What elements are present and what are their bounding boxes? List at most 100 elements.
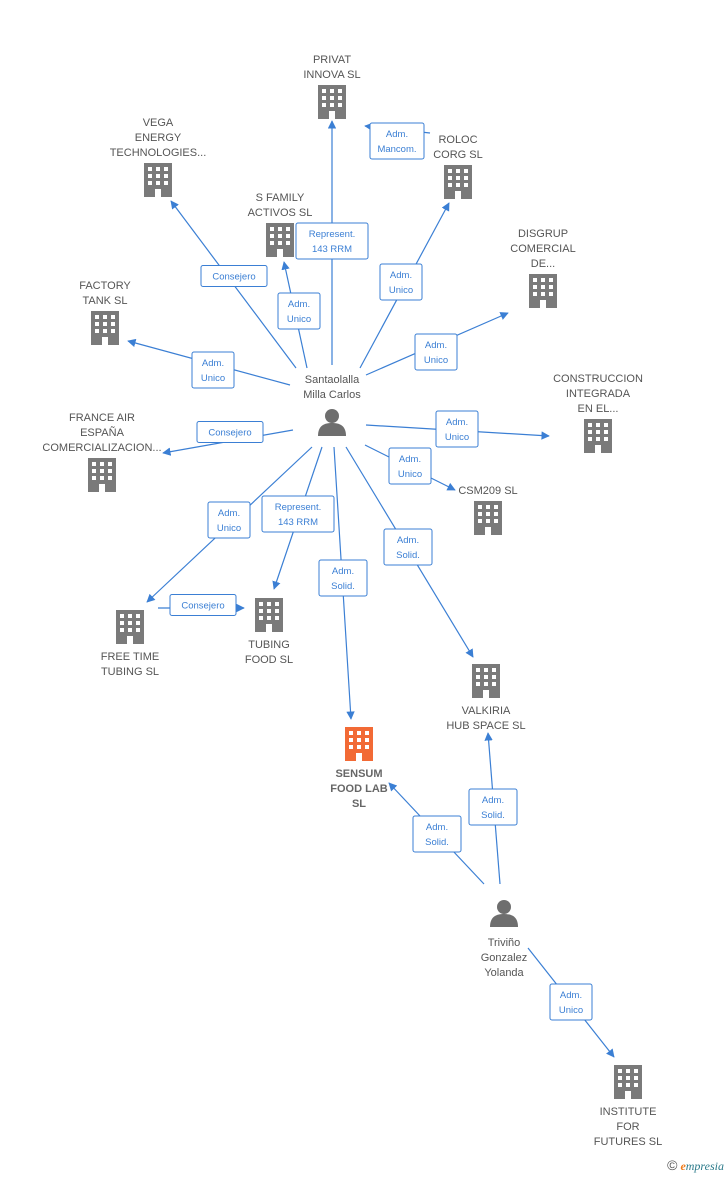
node-label[interactable]: VEGA	[143, 117, 174, 129]
edge-label-box	[261, 495, 335, 533]
node-institute[interactable]: INSTITUTE FOR FUTURES SL	[594, 1065, 662, 1148]
node-label[interactable]: HUB SPACE SL	[446, 720, 525, 732]
node-roloc[interactable]: ROLOC CORG SL	[433, 134, 483, 199]
node-label[interactable]: FOOD LAB	[330, 783, 387, 795]
node-label[interactable]: VALKIRIA	[462, 705, 511, 717]
node-label[interactable]: CORG SL	[433, 149, 483, 161]
edge-label-santaolalla-to-france: Consejero	[196, 421, 264, 443]
edge-label-text: Mancom.	[377, 144, 416, 155]
node-label[interactable]: EN EL...	[578, 403, 619, 415]
node-tubing[interactable]: TUBING FOOD SL	[245, 598, 293, 666]
edge-label-box	[549, 983, 593, 1021]
node-label[interactable]: Santaolalla	[305, 374, 360, 386]
edge-label-box	[318, 559, 368, 597]
node-vega[interactable]: VEGA ENERGY TECHNOLOGIES...	[110, 117, 207, 197]
node-label[interactable]: TUBING SL	[101, 666, 159, 678]
building-icon[interactable]	[318, 85, 346, 119]
edge-label-text: Solid.	[481, 810, 505, 821]
edge-label-santaolalla-to-construccion: Adm.Unico	[435, 410, 479, 448]
node-privat[interactable]: PRIVAT INNOVA SL	[303, 54, 361, 119]
node-label[interactable]: FUTURES SL	[594, 1136, 662, 1148]
building-icon[interactable]	[345, 727, 373, 761]
node-label[interactable]: FOOD SL	[245, 654, 293, 666]
edge-label-santaolalla-to-valkiria: Adm.Solid.	[383, 528, 433, 566]
building-icon[interactable]	[529, 274, 557, 308]
node-label[interactable]: Yolanda	[484, 967, 524, 979]
building-icon[interactable]	[614, 1065, 642, 1099]
person-icon[interactable]	[318, 409, 346, 436]
edge-label-text: Consejero	[208, 428, 251, 439]
building-icon[interactable]	[116, 610, 144, 644]
node-valkiria[interactable]: VALKIRIA HUB SPACE SL	[446, 664, 526, 732]
node-label[interactable]: SL	[352, 798, 366, 810]
building-icon[interactable]	[88, 458, 116, 492]
node-label[interactable]: INTEGRADA	[566, 388, 631, 400]
node-label[interactable]: TUBING	[248, 639, 290, 651]
person-icon[interactable]	[490, 900, 518, 927]
edge-label-text: Unico	[201, 373, 225, 384]
node-sensum[interactable]: SENSUM FOOD LAB SL	[330, 727, 388, 810]
node-label[interactable]: FOR	[616, 1121, 639, 1133]
node-label[interactable]: FRANCE AIR	[69, 412, 135, 424]
node-label[interactable]: FACTORY	[79, 280, 131, 292]
edge-label-text: Represent.	[309, 229, 355, 240]
node-label[interactable]: Gonzalez	[481, 952, 527, 964]
node-label[interactable]: TECHNOLOGIES...	[110, 147, 207, 159]
edge-label-text: Unico	[424, 355, 448, 366]
node-label[interactable]: ENERGY	[135, 132, 182, 144]
building-icon[interactable]	[255, 598, 283, 632]
node-label[interactable]: DISGRUP	[518, 228, 568, 240]
edge-label-text: Consejero	[212, 272, 255, 283]
edge-label-box	[277, 292, 321, 330]
node-label[interactable]: COMERCIAL	[510, 243, 575, 255]
edge-label-box	[295, 222, 369, 260]
edge-label-box	[196, 421, 264, 443]
edge-label-box	[169, 594, 237, 616]
edge-label-text: Adm.	[446, 417, 468, 428]
node-sfamily[interactable]: S FAMILY ACTIVOS SL	[248, 192, 313, 257]
edge-label-text: Adm.	[425, 340, 447, 351]
node-csm209[interactable]: CSM209 SL	[458, 485, 518, 535]
edge-label-text: 143 RRM	[312, 244, 352, 255]
edge-label-santaolalla-to-factory: Adm.Unico	[191, 351, 235, 389]
building-icon[interactable]	[472, 664, 500, 698]
node-label[interactable]: INNOVA SL	[303, 69, 360, 81]
edge-label-text: Adm.	[288, 299, 310, 310]
building-icon[interactable]	[444, 165, 472, 199]
building-icon[interactable]	[474, 501, 502, 535]
node-label[interactable]: FREE TIME	[101, 651, 159, 663]
node-label[interactable]: CONSTRUCCION	[553, 373, 643, 385]
node-label[interactable]: ROLOC	[438, 134, 477, 146]
node-label[interactable]: CSM209 SL	[458, 485, 517, 497]
building-icon[interactable]	[266, 223, 294, 257]
node-freetime[interactable]: FREE TIME TUBING SL	[101, 610, 159, 678]
node-label[interactable]: SENSUM	[335, 768, 382, 780]
footer-brand: ©empresia	[667, 1157, 724, 1174]
node-disgrup[interactable]: DISGRUP COMERCIAL DE...	[510, 228, 576, 308]
node-france[interactable]: FRANCE AIR ESPAÑA COMERCIALIZACION...	[42, 412, 162, 492]
edge-label-text: Adm.	[332, 566, 354, 577]
node-label[interactable]: S FAMILY	[256, 192, 305, 204]
edge-label-text: Consejero	[181, 601, 224, 612]
edge-label-text: Adm.	[560, 990, 582, 1001]
edge-label-text: Adm.	[218, 508, 240, 519]
node-label[interactable]: ACTIVOS SL	[248, 207, 313, 219]
node-label[interactable]: TANK SL	[82, 295, 127, 307]
node-label[interactable]: PRIVAT	[313, 54, 351, 66]
nodes-layer: PRIVAT INNOVA SL VEGA ENERGY TECHNOLOGIES...…	[42, 54, 662, 1148]
node-label[interactable]: INSTITUTE	[600, 1106, 657, 1118]
building-icon[interactable]	[91, 311, 119, 345]
node-factory[interactable]: FACTORY TANK SL	[79, 280, 131, 345]
node-label[interactable]: COMERCIALIZACION...	[42, 442, 161, 454]
node-label[interactable]: ESPAÑA	[80, 426, 124, 439]
building-icon[interactable]	[584, 419, 612, 453]
node-label[interactable]: DE...	[531, 258, 555, 270]
edge-label-trivino-to-valkiria: Adm.Solid.	[468, 788, 518, 826]
node-construccion[interactable]: CONSTRUCCION INTEGRADA EN EL...	[553, 373, 643, 453]
edge-label-box	[414, 333, 458, 371]
node-label[interactable]: Milla Carlos	[303, 389, 361, 401]
building-icon[interactable]	[144, 163, 172, 197]
node-label[interactable]: Triviño	[488, 937, 521, 949]
